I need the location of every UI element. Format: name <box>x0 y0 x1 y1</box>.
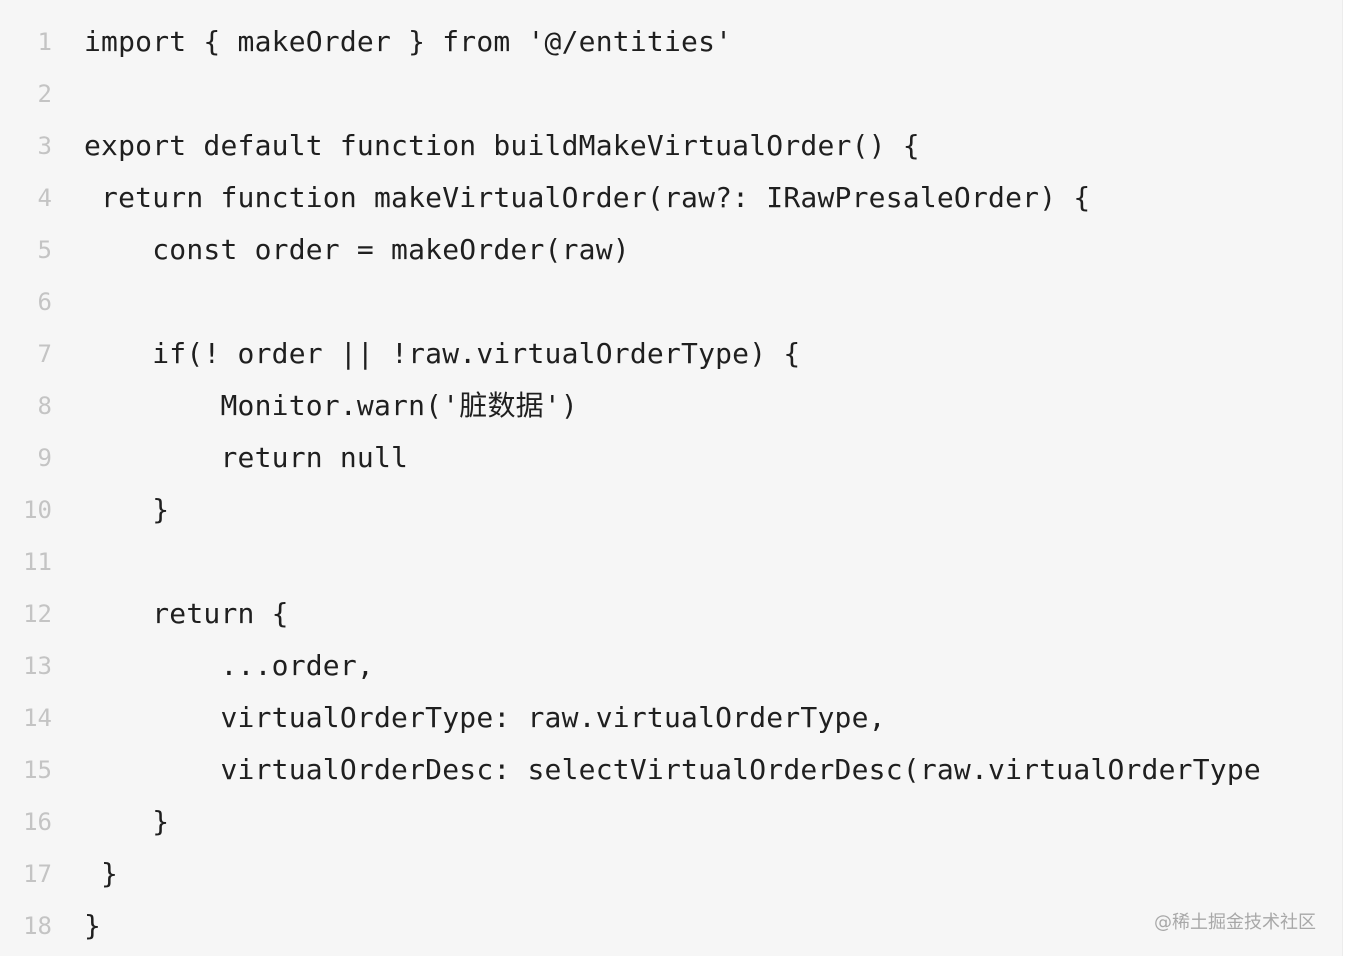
code-text: Monitor.warn('脏数据') <box>84 389 578 422</box>
line-number: 6 <box>37 288 52 316</box>
code-line: 10 } <box>0 484 1342 536</box>
code-text: } <box>84 805 170 838</box>
code-text: export default function buildMakeVirtual… <box>84 129 920 162</box>
line-number: 2 <box>37 80 52 108</box>
code-text: virtualOrderType: raw.virtualOrderType, <box>84 701 886 734</box>
line-number: 18 <box>23 912 52 940</box>
code-text: } <box>84 857 119 890</box>
line-number: 10 <box>23 496 52 524</box>
code-text: ...order, <box>84 649 374 682</box>
code-text: } <box>84 909 102 942</box>
line-number: 14 <box>23 704 52 732</box>
code-line: 1 import { makeOrder } from '@/entities' <box>0 16 1342 68</box>
code-text: const order = makeOrder(raw) <box>84 233 630 266</box>
line-number: 5 <box>37 236 52 264</box>
code-line: 18} <box>0 900 1342 952</box>
code-line: 4 return function makeVirtualOrder(raw?:… <box>0 172 1342 224</box>
code-text: return { <box>84 597 289 630</box>
code-line: 12 return { <box>0 588 1342 640</box>
code-text: virtualOrderDesc: selectVirtualOrderDesc… <box>84 753 1261 786</box>
code-text: return null <box>84 441 409 474</box>
line-number: 17 <box>23 860 52 888</box>
watermark: @稀土掘金技术社区 <box>1154 912 1316 933</box>
code-line: 3 export default function buildMakeVirtua… <box>0 120 1342 172</box>
line-number: 11 <box>23 548 52 576</box>
code-line: 6 <box>0 276 1342 328</box>
code-text: if(! order || !raw.virtualOrderType) { <box>84 337 801 370</box>
code-line: 8 Monitor.warn('脏数据') <box>0 380 1342 432</box>
line-number: 3 <box>37 132 52 160</box>
code-text: } <box>84 493 170 526</box>
line-number: 12 <box>23 600 52 628</box>
code-line: 7 if(! order || !raw.virtualOrderType) { <box>0 328 1342 380</box>
code-line: 13 ...order, <box>0 640 1342 692</box>
code-text: import { makeOrder } from '@/entities' <box>84 25 733 58</box>
code-line: 16 } <box>0 796 1342 848</box>
line-number: 8 <box>37 392 52 420</box>
code-text: return function makeVirtualOrder(raw?: I… <box>84 181 1091 214</box>
code-line: 2 <box>0 68 1342 120</box>
line-number: 7 <box>37 340 52 368</box>
code-line: 9 return null <box>0 432 1342 484</box>
line-number: 16 <box>23 808 52 836</box>
line-number: 1 <box>37 28 52 56</box>
code-line: 14 virtualOrderType: raw.virtualOrderTyp… <box>0 692 1342 744</box>
line-number: 9 <box>37 444 52 472</box>
line-number: 13 <box>23 652 52 680</box>
code-line: 15 virtualOrderDesc: selectVirtualOrderD… <box>0 744 1342 796</box>
code-line: 11 <box>0 536 1342 588</box>
code-line: 5 const order = makeOrder(raw) <box>0 224 1342 276</box>
code-line: 17 } <box>0 848 1342 900</box>
line-number: 15 <box>23 756 52 784</box>
line-number: 4 <box>37 184 52 212</box>
